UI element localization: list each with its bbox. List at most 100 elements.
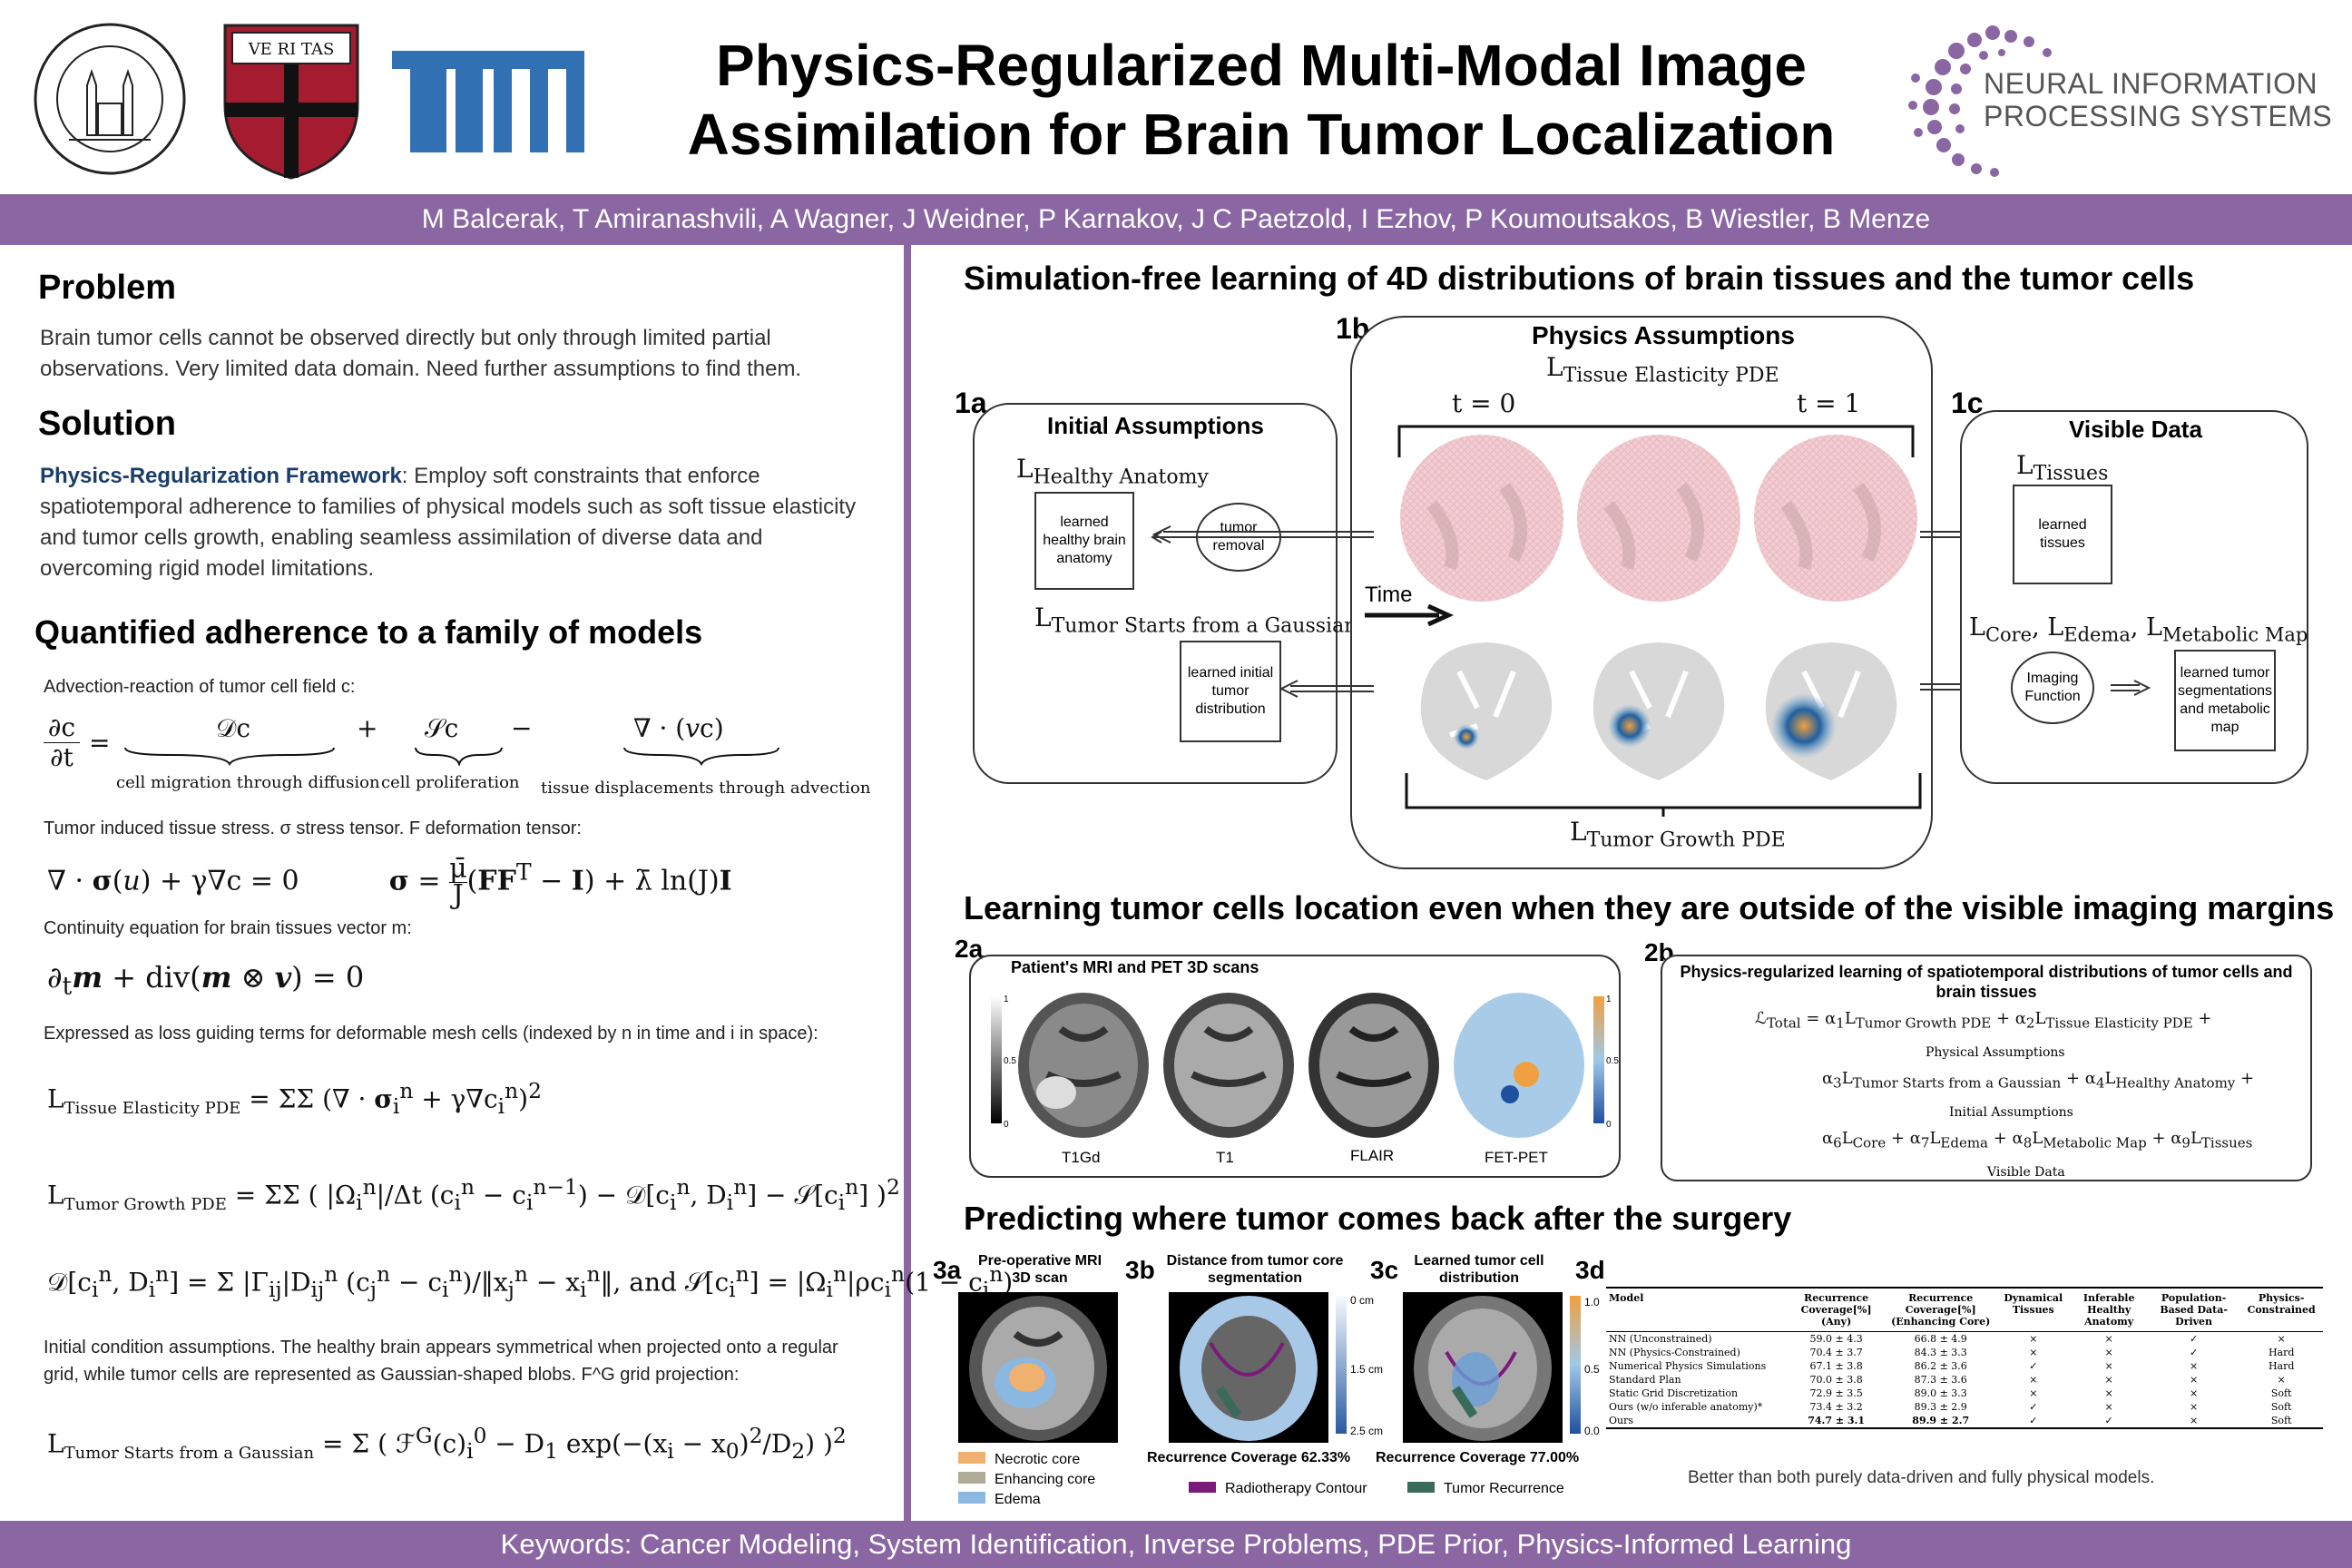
- cb-gray-tick-05: 0.5: [1004, 1056, 1016, 1066]
- table-cell: 67.1 ± 3.8: [1809, 1360, 1863, 1372]
- legend-necrotic: Necrotic core: [958, 1450, 1095, 1470]
- swatch-necrotic: [958, 1452, 985, 1464]
- table-cell: ×: [2029, 1347, 2038, 1358]
- table-cell: Standard Plan: [1609, 1374, 1681, 1386]
- uzh-logo: [33, 22, 187, 176]
- L-healthy-sub: Healthy Anatomy: [1033, 466, 1209, 489]
- table-caption: Better than both purely data-driven and …: [1688, 1468, 2155, 1487]
- table-cell: 74.7 ± 3.1: [1808, 1415, 1866, 1426]
- L-visible-label: LCore, LEdema, LMetabolic Map: [1969, 613, 2308, 646]
- scan-t1gd: [1018, 993, 1149, 1138]
- caption-3a: Pre-operative MRI 3D scan: [977, 1253, 1102, 1286]
- total-loss-eq: ℒTotal = α1LTumor Growth PDE + α2LTissue…: [1755, 1009, 2212, 1032]
- brace-physical: Physical Assumptions: [1926, 1045, 2065, 1060]
- advection-equation: ∂c∂t = 𝒟c + 𝒮c − ∇ · (vc) cell migration…: [44, 713, 870, 804]
- table-cell: Numerical Physics Simulations: [1609, 1360, 1767, 1372]
- table-cell: Soft: [2270, 1401, 2292, 1413]
- table-cell: ×: [2104, 1374, 2113, 1386]
- table-cell: ×: [2277, 1374, 2286, 1386]
- table-cell: ×: [2104, 1387, 2113, 1399]
- table-cell: ×: [2104, 1333, 2113, 1345]
- table-cell: 72.9 ± 3.5: [1809, 1387, 1863, 1399]
- table-cell: Soft: [2270, 1387, 2292, 1399]
- table-cell: ✓: [2029, 1401, 2038, 1413]
- coverage-3b: Recurrence Coverage 62.33%: [1147, 1450, 1351, 1465]
- table-cell: 89.9 ± 2.7: [1912, 1415, 1970, 1426]
- mesh-brain-1: [1400, 435, 1563, 602]
- stress-text: Tumor induced tissue stress. σ stress te…: [44, 818, 582, 838]
- table-cell: 66.8 ± 4.9: [1914, 1333, 1967, 1345]
- brace-label-advection: tissue displacements through advection: [541, 779, 871, 798]
- mesh-brain-2: [1577, 435, 1740, 602]
- cb-pet-tick-05: 0.5: [1606, 1056, 1619, 1066]
- tumor-blob-mid: [1608, 704, 1651, 748]
- total-growth-sub: Tumor Growth PDE: [1855, 1014, 1992, 1032]
- coverage-3c: Recurrence Coverage 77.00%: [1376, 1450, 1580, 1465]
- table-cell: 70.4 ± 3.7: [1809, 1347, 1863, 1358]
- box-learned-tissues: learned tissues: [2013, 485, 2112, 584]
- L-gauss-label: LTumor Starts from a Gaussian: [1034, 603, 1357, 638]
- brace-initial: Initial Assumptions: [1949, 1105, 2073, 1120]
- table-cell: 73.4 ± 3.2: [1809, 1401, 1863, 1413]
- scan-3b: [1169, 1292, 1328, 1443]
- time-arrow-icon: [1365, 604, 1455, 626]
- table-cell: ×: [2190, 1387, 2199, 1399]
- label-3c: 3c: [1370, 1256, 1399, 1284]
- harvard-shield-logo: VE RI TAS: [223, 24, 359, 180]
- L-tissues-sub: Tissues: [2033, 462, 2109, 485]
- objective-panel: [1661, 955, 2312, 1181]
- legend-necrotic-label: Necrotic core: [995, 1452, 1081, 1467]
- table-cell: Hard: [2268, 1347, 2295, 1358]
- continuity-text: Continuity equation for brain tissues ve…: [44, 918, 412, 938]
- time-label: Time: [1365, 583, 1413, 607]
- recurrence-images: [958, 1292, 1581, 1443]
- table-cell: 70.0 ± 3.8: [1809, 1374, 1863, 1386]
- continuity-equation: ∂tm + div(m ⊗ v) = 0: [47, 960, 365, 1001]
- swatch-radiotherapy: [1189, 1482, 1216, 1493]
- cb3c-tick-0: 0.0: [1584, 1425, 1600, 1437]
- table-cell: 59.0 ± 4.3: [1809, 1333, 1863, 1345]
- L-metab-sub: Metabolic Map: [2161, 623, 2308, 646]
- scan-images: [991, 993, 1604, 1138]
- neurips-logo: NEURAL INFORMATION PROCESSING SYSTEMS: [1902, 15, 2337, 187]
- tissue-mesh-images: [1400, 435, 1917, 602]
- initial-assumptions-title: Initial Assumptions: [1047, 412, 1264, 439]
- loss-elasticity-equation: LTissue Elasticity PDE = ΣΣ (∇ · σin + γ…: [47, 1078, 542, 1119]
- table-cell: ×: [2190, 1415, 2199, 1426]
- table-header-cell: Recurrence Coverage[%] (Enhancing Core): [1891, 1292, 1991, 1328]
- loss-growth-equation: LTumor Growth PDE = ΣΣ ( |Ωin|/Δt (cin −…: [47, 1174, 900, 1215]
- neurips-line-2: PROCESSING SYSTEMS: [1984, 100, 2333, 132]
- table-cell: ×: [2104, 1347, 2113, 1358]
- colorbar-gray: [991, 996, 1002, 1123]
- brace-label-diffusion: cell migration through diffusion: [116, 773, 380, 792]
- section2-title: Learning tumor cells location even when …: [964, 889, 2335, 926]
- scan-label-t1gd: T1Gd: [1062, 1149, 1101, 1166]
- diffusion-operator-equation: 𝒟[cin, Din] = Σ |Γij|Dijn (cjn − cin)/‖x…: [47, 1261, 1014, 1302]
- poster-header: VE RI TAS Physics-Regularized Multi-Moda…: [0, 0, 2352, 194]
- problem-heading: Problem: [38, 269, 177, 307]
- loss-gaussian-equation: LTumor Starts from a Gaussian = Σ ( ℱG(c…: [47, 1423, 847, 1464]
- brace-label-proliferation: cell proliferation: [381, 773, 520, 792]
- cb3c-tick-05: 0.5: [1584, 1363, 1600, 1376]
- table-cell: ✓: [2104, 1415, 2113, 1426]
- L-elastic-sub2: Tissue Elasticity PDE: [1563, 364, 1779, 387]
- L-core-sub: Core: [1984, 623, 2033, 646]
- loss-text: Expressed as loss guiding terms for defo…: [44, 1024, 818, 1044]
- box-learned-segmentations: learned tumor segmentations and metaboli…: [2174, 650, 2276, 751]
- total-metab-sub: Metabolic Map: [2043, 1134, 2147, 1152]
- swatch-edema: [958, 1492, 985, 1504]
- stress-equations: ∇ · σ(u) + γ∇c = 0 σ = μ̄J(FFT − I) + λ̄…: [47, 853, 732, 911]
- physics-assumptions-title: Physics Assumptions: [1532, 321, 1795, 349]
- cb-gray-tick-0: 0: [1004, 1120, 1009, 1130]
- table-cell: ×: [2190, 1374, 2199, 1386]
- scan-label-fetpet: FET-PET: [1485, 1149, 1548, 1166]
